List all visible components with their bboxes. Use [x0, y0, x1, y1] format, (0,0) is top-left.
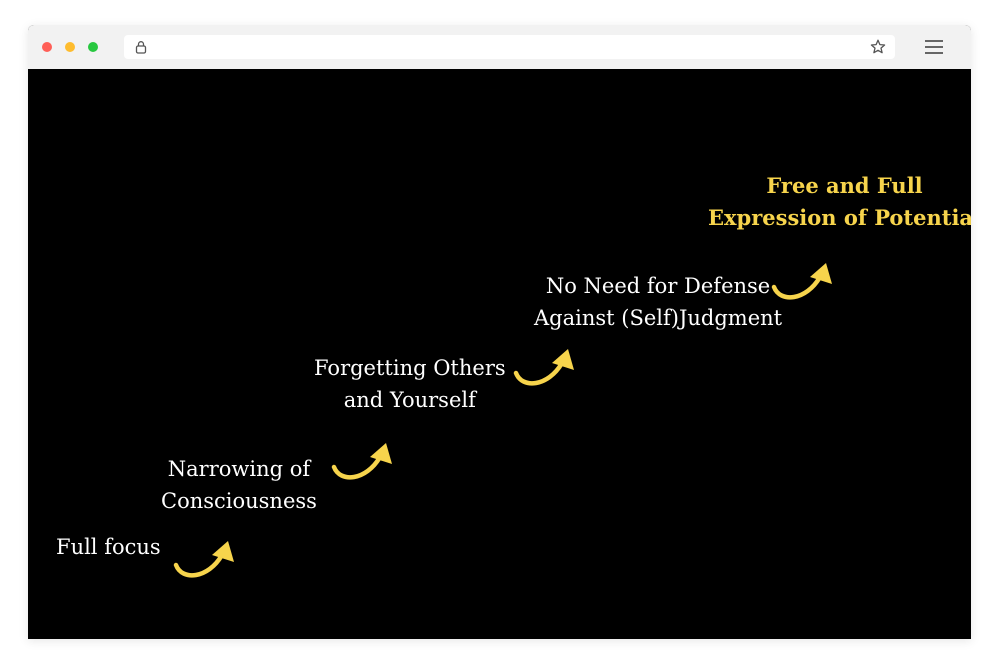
curved-arrow-icon — [513, 349, 574, 386]
step-forgetting-others: Forgetting Others and Yourself — [314, 352, 506, 416]
step-label-line: Free and Full — [766, 173, 923, 198]
hamburger-menu-icon[interactable] — [925, 39, 943, 55]
curved-arrow-icon — [173, 541, 234, 578]
step-narrowing-of-consciousness: Narrowing of Consciousness — [161, 453, 317, 517]
step-full-focus: Full focus — [56, 531, 161, 563]
diagram-canvas: Full focus Narrowing of Consciousness Fo… — [28, 69, 971, 639]
close-window-button[interactable] — [42, 42, 52, 52]
lock-icon — [135, 41, 147, 54]
browser-toolbar — [28, 25, 971, 69]
curved-arrow-icon — [771, 263, 832, 300]
maximize-window-button[interactable] — [88, 42, 98, 52]
address-bar[interactable] — [124, 35, 895, 59]
step-free-and-full-expression: Free and Full Expression of Potential — [708, 170, 971, 234]
step-label-line: Narrowing of — [167, 457, 311, 481]
step-label-line: and Yourself — [343, 388, 476, 412]
step-label-line: Consciousness — [161, 489, 317, 513]
star-icon[interactable] — [869, 38, 887, 56]
minimize-window-button[interactable] — [65, 42, 75, 52]
step-label-line: Forgetting Others — [314, 356, 506, 380]
step-label-line: Expression of Potential — [708, 205, 971, 230]
step-label-line: No Need for Defense — [545, 274, 771, 298]
browser-window: Full focus Narrowing of Consciousness Fo… — [28, 25, 971, 639]
curved-arrow-icon — [331, 443, 392, 480]
step-label-line: Against (Self)Judgment — [534, 306, 783, 330]
step-label-line: Full focus — [56, 535, 161, 559]
step-no-need-for-defense: No Need for Defense Against (Self)Judgme… — [534, 270, 782, 334]
